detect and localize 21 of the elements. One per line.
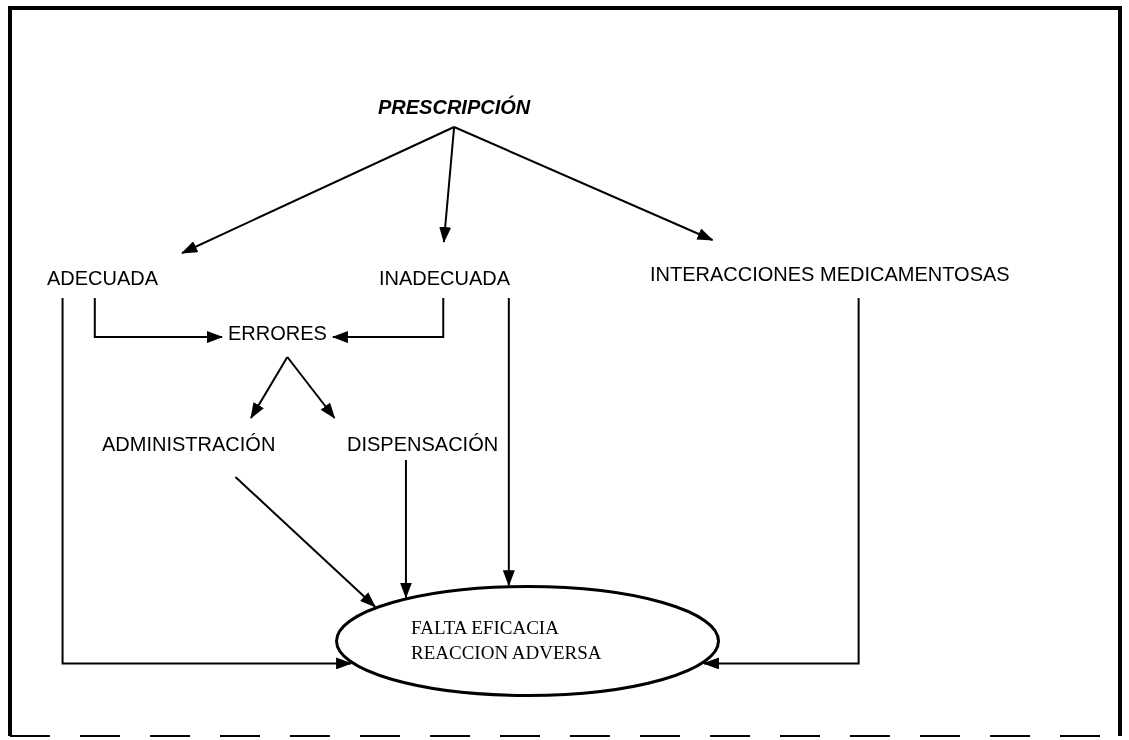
arrow	[286, 356, 336, 419]
outcome-ellipse	[335, 585, 720, 697]
arrow	[502, 297, 515, 587]
arrow	[234, 476, 377, 608]
arrow	[399, 459, 412, 599]
node-label: ERRORES	[228, 322, 327, 344]
arrow	[61, 297, 353, 670]
node-label: INTERACCIONES MEDICAMENTOSAS	[650, 263, 1010, 285]
arrow	[453, 126, 714, 241]
arrow	[439, 126, 456, 243]
node-label: ADECUADA	[47, 267, 159, 289]
arrow	[250, 356, 289, 419]
outcome-text: FALTA EFICACIA REACCION ADVERSA	[411, 616, 603, 665]
arrow	[93, 297, 223, 344]
arrow	[702, 297, 860, 670]
node-label: DISPENSACIÓN	[347, 433, 499, 455]
arrow	[181, 126, 456, 254]
heading-label: PRESCRIPCIÓN	[378, 96, 531, 118]
node-label: INADECUADA	[379, 267, 511, 289]
node-label: ADMINISTRACIÓN	[102, 433, 276, 455]
arrow	[331, 297, 445, 344]
